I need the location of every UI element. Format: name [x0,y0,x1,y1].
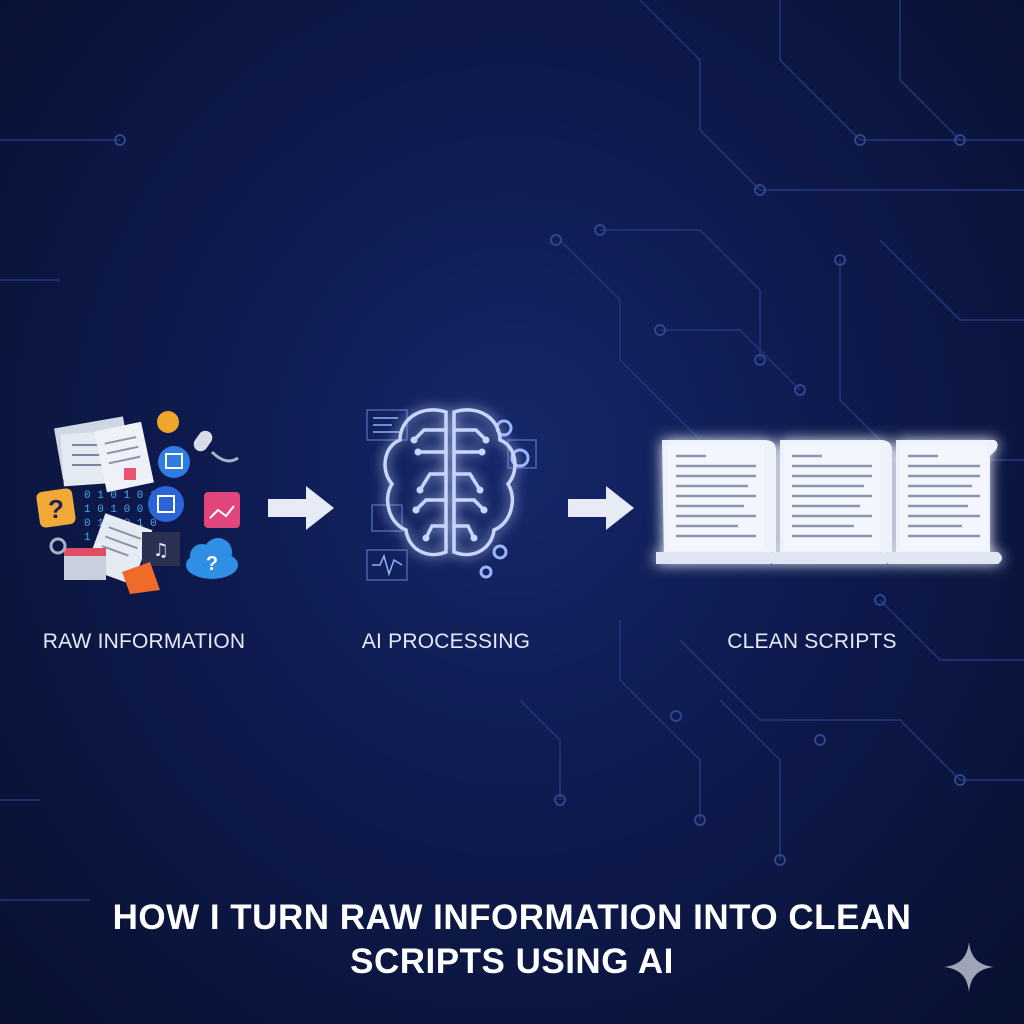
info-badge-icon [157,411,179,433]
headline-line-2: SCRIPTS USING AI [350,942,674,981]
audio-card-icon [142,532,180,566]
brain-icon [383,408,517,557]
gear-icon [492,544,508,560]
waveform-panel-icon [366,549,408,581]
settings-panel-icon [507,439,537,469]
stage-label-raw-information: RAW INFORMATION [42,630,246,653]
headline: HOW I TURN RAW INFORMATION INTO CLEAN SC… [40,896,984,984]
svg-text:♫: ♫ [153,540,169,561]
gear-icon [510,448,530,468]
gear-icon [479,565,493,579]
question-mark-text: ? [48,494,64,524]
svg-text:1 0 1 0 0 1: 1 0 1 0 0 1 [84,504,157,516]
cloud-question-icon: ? [186,538,238,579]
lock-icon [49,537,67,555]
flow-arrow-2 [568,486,634,530]
document-icon [94,421,154,493]
stage-label-ai-processing: AI PROCESSING [361,630,531,653]
code-panel-icon [366,409,408,441]
svg-text:?: ? [206,553,218,575]
headline-line-1: HOW I TURN RAW INFORMATION INTO CLEAN [112,898,912,937]
svg-text:0 1 0 1 0 1: 0 1 0 1 0 1 [84,490,157,502]
flow-arrow-1 [268,486,334,530]
microphone-icon [193,430,239,463]
script-scroll-1 [656,440,776,564]
sparkle-icon [944,942,994,992]
chart-card-icon [204,492,240,528]
stage-label-clean-scripts: CLEAN SCRIPTS [727,630,897,653]
question-sticker-icon [36,488,76,528]
shape-fragment-icon [122,562,160,594]
script-scroll-3 [888,440,1002,564]
script-scroll-2 [772,440,892,564]
